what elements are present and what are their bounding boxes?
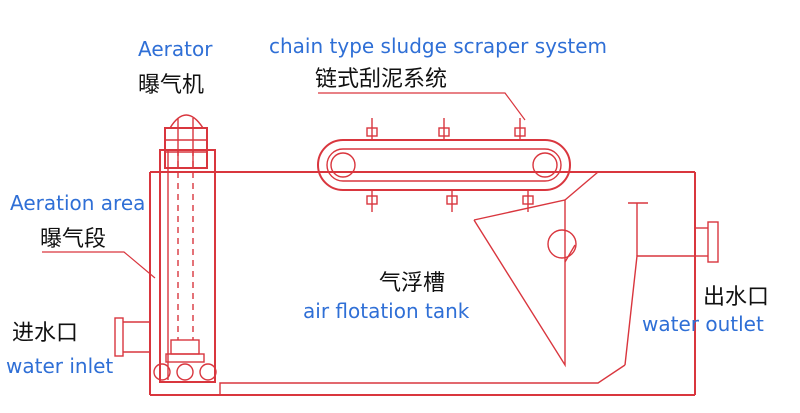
outlet-weir <box>628 202 648 256</box>
tank-label-en: air flotation tank <box>303 299 470 323</box>
aeration-column <box>159 149 216 383</box>
leader-lines <box>42 92 526 279</box>
tank-label-zh: 气浮槽 <box>379 271 445 296</box>
sludge-hopper <box>473 171 599 368</box>
outlet-label-zh: 出水口 <box>703 285 769 310</box>
aerator-label-en: Aerator <box>138 37 213 61</box>
scraper-label-zh: 链式刮泥系统 <box>315 67 447 92</box>
aerator-unit <box>164 114 208 169</box>
inlet-label-en: water inlet <box>6 354 113 378</box>
aeration-area-label-en: Aeration area <box>10 191 145 215</box>
water-inlet-pipe <box>114 317 150 357</box>
inlet-label-zh: 进水口 <box>12 321 78 346</box>
water-outlet-pipe <box>695 221 719 263</box>
bottom-aerator <box>153 339 217 381</box>
outlet-label-en: water outlet <box>642 312 764 336</box>
aeration-area-label-zh: 曝气段 <box>40 227 106 252</box>
chain-scraper <box>317 118 571 212</box>
scraper-label-en: chain type sludge scraper system <box>269 34 607 58</box>
aerator-label-zh: 曝气机 <box>138 73 204 98</box>
